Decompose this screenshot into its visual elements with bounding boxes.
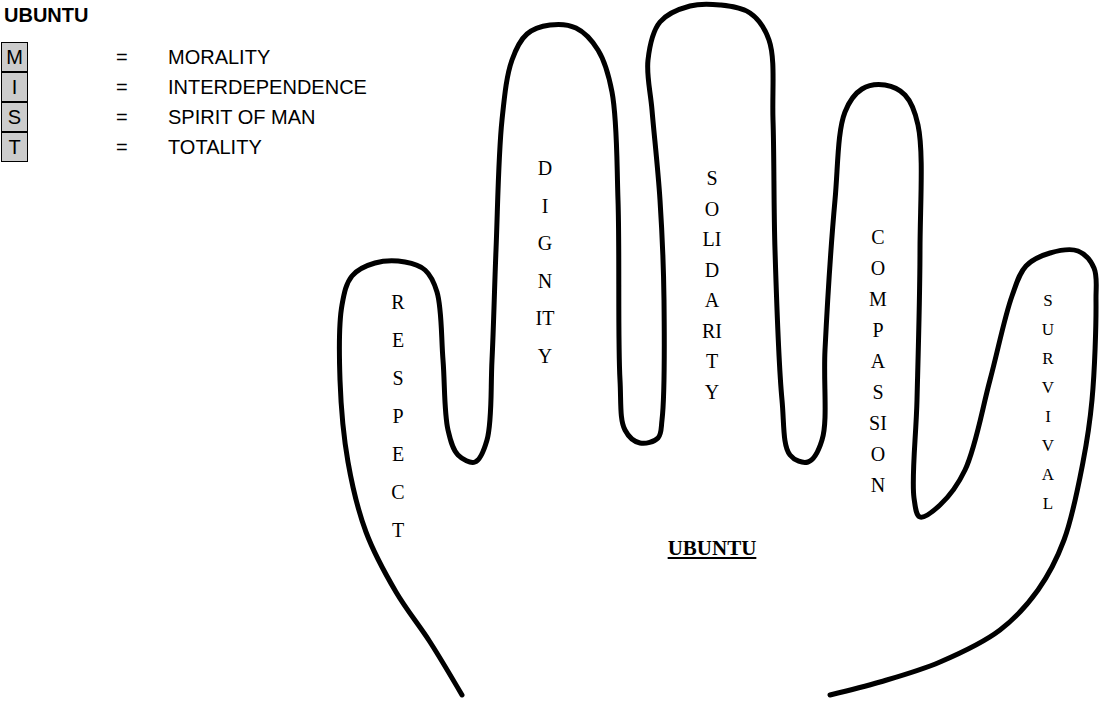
box-letter: M	[2, 43, 27, 71]
diagram-title: UBUNTU	[4, 3, 88, 27]
value-label: SPIRIT OF MAN	[168, 105, 315, 129]
hand-outline-path	[339, 4, 1096, 695]
value-label: INTERDEPENDENCE	[168, 75, 367, 99]
box-letter: I	[2, 73, 27, 101]
letter-box: S	[1, 102, 28, 132]
letter-box: I	[1, 72, 28, 102]
finger-value: SOLIDARITY	[702, 163, 722, 407]
letter-box: T	[1, 132, 28, 162]
equals-sign: =	[116, 45, 128, 69]
value-label: TOTALITY	[168, 135, 262, 159]
palm-heading: UBUNTU	[668, 536, 757, 560]
equals-sign: =	[116, 105, 128, 129]
equals-sign: =	[116, 75, 128, 99]
finger-value: SURVIVAL	[1040, 286, 1057, 518]
box-letter: S	[2, 103, 27, 131]
hand-outline: RESPECT DIGNITY SOLIDARITY COMPASSION SURVIV…	[330, 0, 1104, 708]
value-label: MORALITY	[168, 45, 270, 69]
box-letter: T	[2, 133, 27, 161]
finger-value: DIGNITY	[535, 150, 555, 375]
finger-value: RESPECT	[388, 283, 408, 549]
letter-box: M	[1, 42, 28, 72]
finger-value: COMPASSION	[868, 222, 888, 501]
equals-sign: =	[116, 135, 128, 159]
